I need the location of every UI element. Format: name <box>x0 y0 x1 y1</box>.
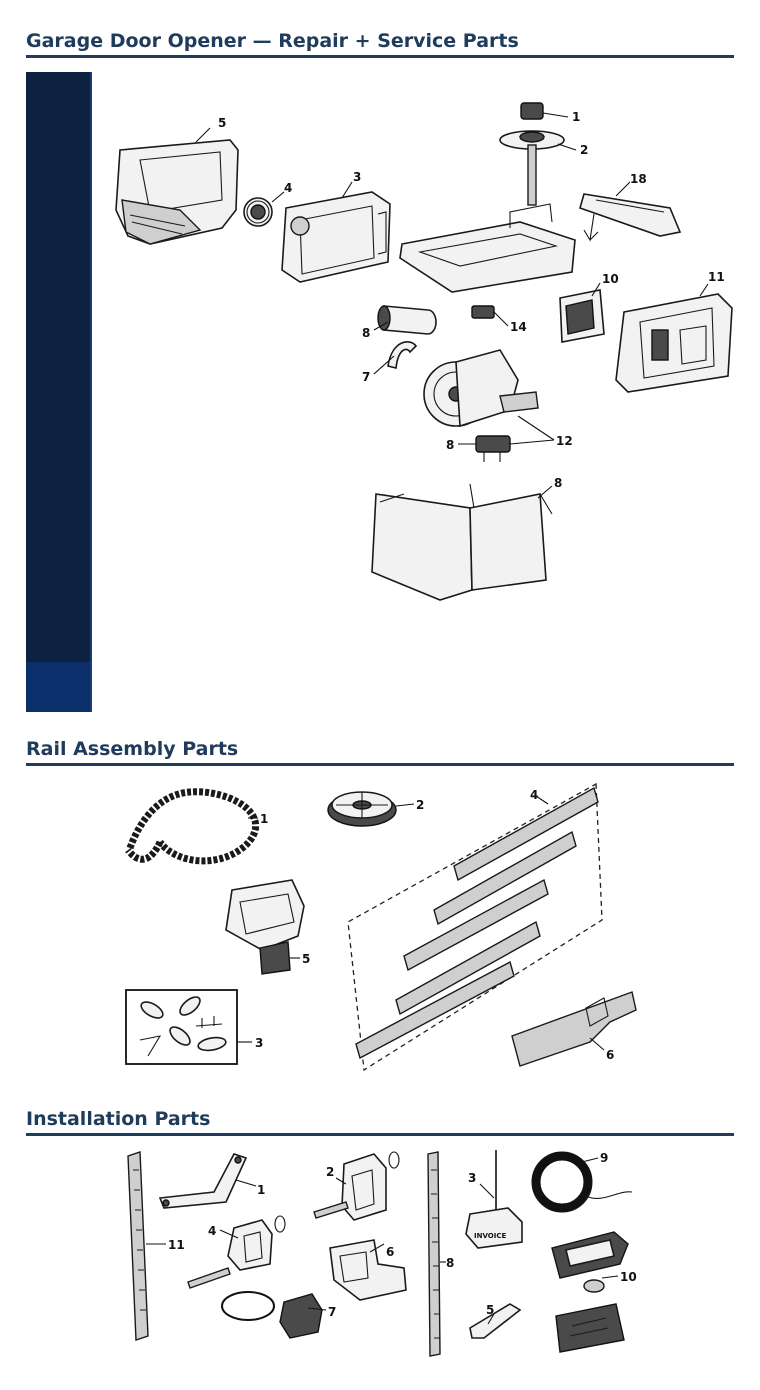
opener-callout-8a: 8 <box>362 326 370 340</box>
rail-part-6-bracket[interactable] <box>511 991 637 1067</box>
install-part-10-wall-control[interactable] <box>551 1231 629 1353</box>
release-handle-tag: INVOICE <box>474 1232 506 1240</box>
opener-part-5-cover[interactable] <box>115 139 239 245</box>
rail-part-5-trolley[interactable] <box>225 879 305 975</box>
rail-part-3-hardware-kit[interactable] <box>125 989 238 1065</box>
install-part-4-door-bracket[interactable] <box>187 1215 286 1289</box>
opener-part-18-socket-bar[interactable] <box>579 193 682 242</box>
opener-callout-12: 12 <box>556 434 573 448</box>
opener-part-3-logic-housing[interactable] <box>281 191 391 283</box>
opener-callout-4: 4 <box>284 181 292 195</box>
install-callout-1: 1 <box>257 1183 265 1197</box>
install-part-8-mounting-strap[interactable] <box>427 1151 441 1357</box>
rail-callout-2: 2 <box>416 798 424 812</box>
rail-part-4-rail-sections[interactable] <box>347 782 603 1072</box>
opener-part-2-sprocket-shaft[interactable] <box>499 130 565 206</box>
rail-callout-5: 5 <box>302 952 310 966</box>
opener-part-14-switch[interactable] <box>471 305 495 319</box>
opener-part-8-capacitor[interactable] <box>377 305 437 335</box>
opener-part-10-receiver-board[interactable] <box>559 289 605 343</box>
install-part-1-door-arm[interactable] <box>158 1153 248 1209</box>
opener-chassis-plate[interactable] <box>399 203 576 293</box>
opener-callout-1: 1 <box>572 110 580 124</box>
install-part-3-release-handle[interactable]: INVOICE <box>465 1150 523 1249</box>
install-part-9-bell-wire[interactable] <box>531 1151 633 1213</box>
install-part-2-header-bracket[interactable] <box>313 1151 400 1221</box>
install-callout-4: 4 <box>208 1224 216 1238</box>
opener-part-12-motor[interactable] <box>423 349 539 428</box>
install-leader-lines <box>146 1157 619 1325</box>
rail-leader-lines <box>237 795 605 1051</box>
rail-callout-4: 4 <box>530 788 538 802</box>
opener-part-4-gear[interactable] <box>243 197 273 227</box>
opener-callout-8c: 8 <box>554 476 562 490</box>
install-part-7-safety-sensor[interactable] <box>221 1291 323 1339</box>
install-callout-11: 11 <box>168 1238 185 1252</box>
rail-callout-3: 3 <box>255 1036 263 1050</box>
install-callout-5: 5 <box>486 1303 494 1317</box>
opener-exploded-diagram: 5 4 3 1 2 18 10 11 8 14 7 12 8 8 <box>115 102 733 601</box>
rail-part-1-chain[interactable] <box>125 788 260 865</box>
install-callout-9: 9 <box>600 1151 608 1165</box>
install-part-11-perforated-strap[interactable] <box>127 1151 149 1341</box>
rail-exploded-diagram: 1 2 4 5 3 6 <box>125 782 637 1072</box>
rail-callout-1: 1 <box>260 812 268 826</box>
opener-part-8-harness[interactable] <box>475 435 511 462</box>
install-callout-8: 8 <box>446 1256 454 1270</box>
install-callout-3: 3 <box>468 1171 476 1185</box>
rail-section-title: Rail Assembly Parts <box>26 738 734 766</box>
rail-part-2-pulley[interactable] <box>327 791 397 827</box>
opener-callout-11: 11 <box>708 270 725 284</box>
opener-leader-lines <box>195 112 709 499</box>
install-section-title: Installation Parts <box>26 1108 734 1136</box>
install-callout-7: 7 <box>328 1305 336 1319</box>
opener-part-7-strap[interactable] <box>387 341 418 369</box>
install-callout-10: 10 <box>620 1270 637 1284</box>
opener-callout-7: 7 <box>362 370 370 384</box>
opener-callout-2: 2 <box>580 143 588 157</box>
opener-part-8-bottom-pan[interactable] <box>371 483 553 601</box>
sidebar-edge-line <box>90 72 92 712</box>
install-callout-2: 2 <box>326 1165 334 1179</box>
opener-callout-10: 10 <box>602 272 619 286</box>
opener-callout-8b: 8 <box>446 438 454 452</box>
install-part-6-sensor-bracket[interactable] <box>329 1239 407 1301</box>
sidebar-footer-block <box>26 662 92 712</box>
opener-part-1-sprocket-cap[interactable] <box>520 102 544 120</box>
opener-callout-3: 3 <box>353 170 361 184</box>
opener-callout-18: 18 <box>630 172 647 186</box>
opener-section-title: Garage Door Opener — Repair + Service Pa… <box>26 30 734 58</box>
install-callout-6: 6 <box>386 1245 394 1259</box>
opener-callout-14: 14 <box>510 320 527 334</box>
opener-callout-5: 5 <box>218 116 226 130</box>
install-exploded-diagram: INVOICE 11 1 2 3 4 5 6 7 8 9 10 <box>127 1150 637 1357</box>
opener-part-11-end-panel[interactable] <box>615 293 733 393</box>
install-part-5-release-lever[interactable] <box>469 1303 522 1339</box>
sidebar-panel <box>26 72 92 712</box>
rail-callout-6: 6 <box>606 1048 614 1062</box>
